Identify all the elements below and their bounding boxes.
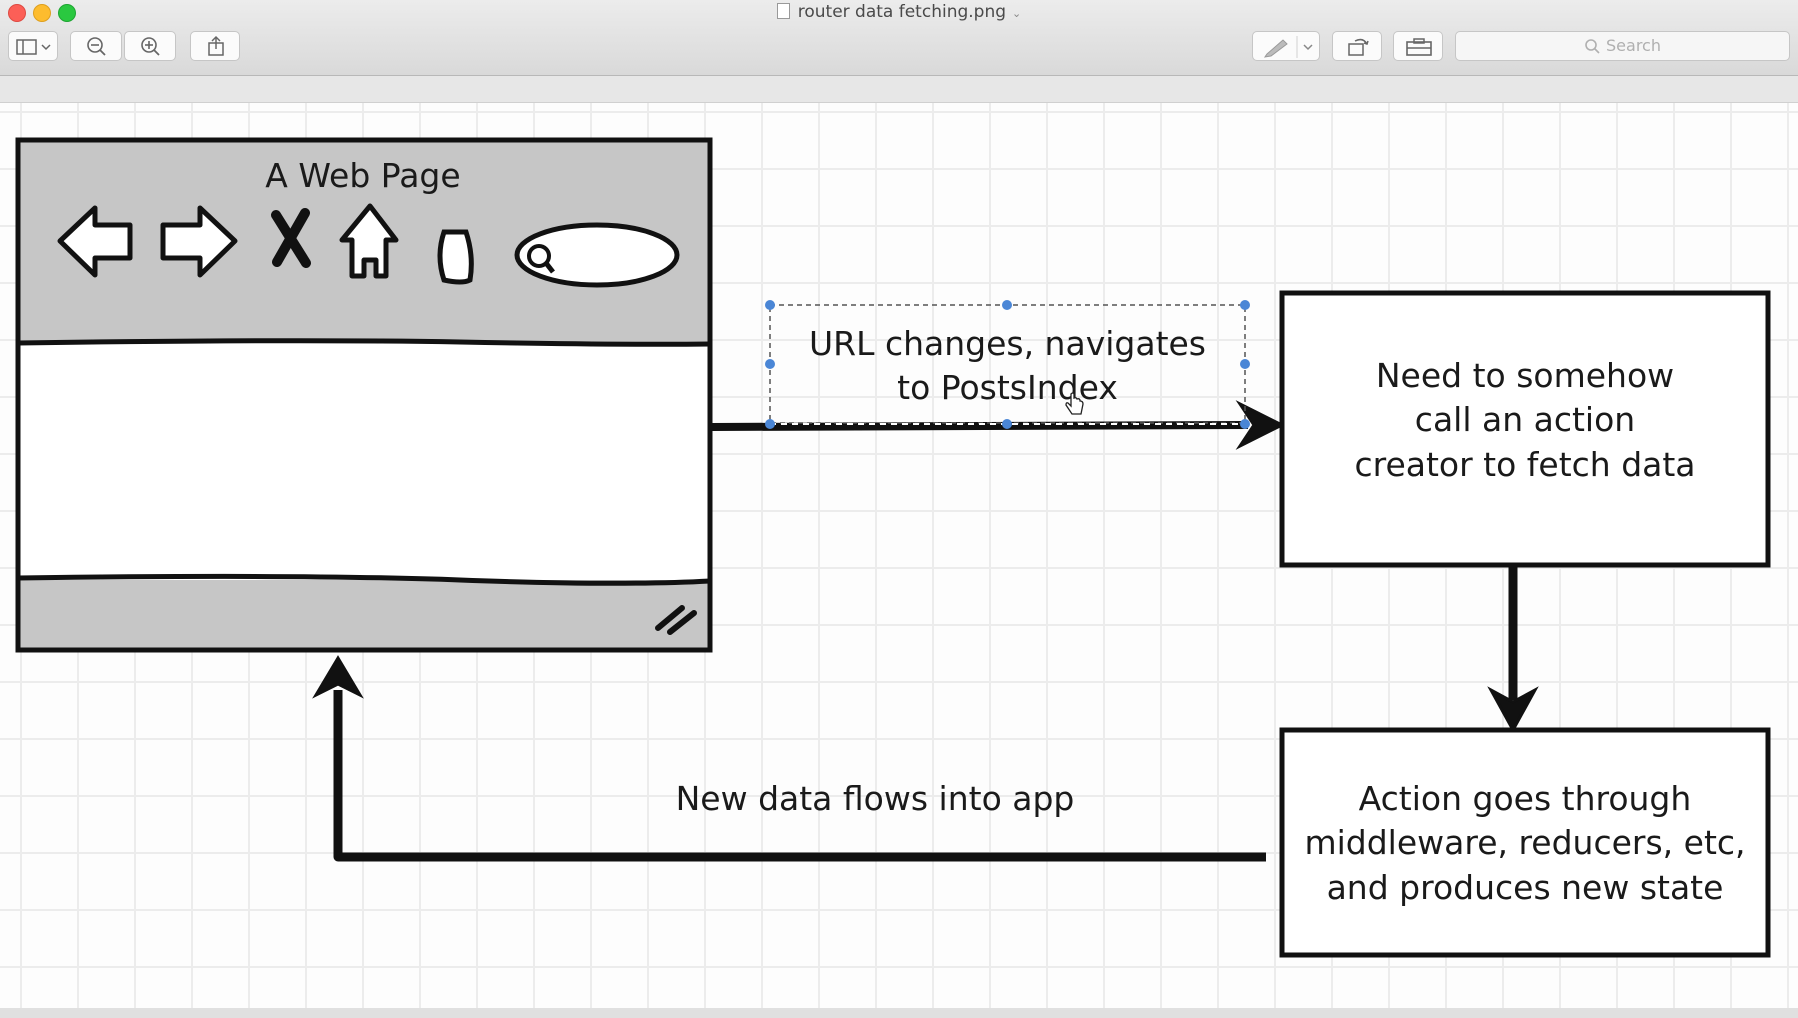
fetch-box-line2: call an action — [1414, 400, 1636, 439]
address-search-pill — [514, 222, 680, 288]
web-page-mockup — [15, 137, 713, 653]
web-page-title: A Web Page — [265, 156, 461, 195]
share-icon — [208, 35, 224, 56]
zoom-in-button[interactable] — [124, 31, 176, 61]
search-placeholder: Search — [1606, 36, 1661, 55]
forward-arrow-icon — [160, 205, 238, 278]
search-icon — [1585, 39, 1600, 54]
resize-grip-icon — [655, 605, 697, 635]
markup-button[interactable] — [1252, 31, 1320, 61]
down-arrow — [1487, 567, 1539, 734]
fetch-box — [1279, 290, 1771, 568]
window-title-area[interactable]: router data fetching.png ⌄ — [0, 0, 1798, 24]
zoom-out-icon — [87, 37, 106, 56]
chevron-down-icon: ⌄ — [1012, 7, 1022, 20]
state-box-line1: Action goes through — [1358, 779, 1692, 818]
browser-footer-bar — [20, 580, 708, 648]
minimize-window-button[interactable] — [33, 4, 51, 22]
sidebar-icon — [16, 39, 51, 55]
arrow-head-down — [1487, 686, 1539, 734]
url-label-line1[interactable]: URL changes, navigates — [808, 324, 1206, 363]
search-field[interactable]: Search — [1455, 31, 1790, 61]
home-icon — [339, 203, 399, 279]
toolbox-button[interactable] — [1393, 31, 1443, 61]
arrow-head-right — [1235, 400, 1286, 450]
url-change-arrow — [711, 400, 1286, 450]
state-box-line2: middleware, reducers, etc, — [1304, 823, 1746, 862]
back-arrow-icon — [57, 205, 133, 278]
fetch-box-line1: Need to somehow — [1375, 356, 1675, 395]
flow-label: New data flows into app — [675, 779, 1075, 818]
fetch-box-line3: creator to fetch data — [1354, 445, 1696, 484]
pen-icon — [1263, 36, 1313, 58]
rotate-button[interactable] — [1332, 31, 1382, 61]
search-inner: Search — [1456, 32, 1789, 60]
close-window-button[interactable] — [8, 4, 26, 22]
zoom-in-icon — [141, 37, 160, 56]
toolbox-icon — [1406, 38, 1432, 56]
state-box-line3: and produces new state — [1326, 868, 1724, 907]
text-selection-box — [765, 300, 1250, 429]
url-label-line2[interactable]: to PostsIndex — [897, 368, 1118, 407]
data-flow-arrow — [312, 655, 1266, 862]
rotate-icon — [1348, 38, 1369, 56]
browser-footer-divider — [17, 573, 711, 586]
hand-cursor-icon — [1065, 392, 1084, 415]
toolbar-divider-strip — [0, 76, 1798, 103]
window-bottom-edge — [0, 1008, 1798, 1018]
arrow-head-up — [312, 655, 364, 699]
window-toolbar: router data fetching.png ⌄ — [0, 0, 1798, 76]
share-button[interactable] — [190, 31, 240, 61]
zoom-out-button[interactable] — [70, 31, 122, 61]
document-icon — [776, 3, 790, 19]
browser-header-divider — [17, 338, 711, 347]
stop-x-icon — [271, 208, 311, 268]
state-box — [1279, 727, 1771, 958]
maximize-window-button[interactable] — [58, 4, 76, 22]
refresh-icon — [437, 229, 474, 285]
window-title: router data fetching.png — [797, 2, 1007, 22]
sidebar-toggle-button[interactable] — [8, 31, 58, 61]
